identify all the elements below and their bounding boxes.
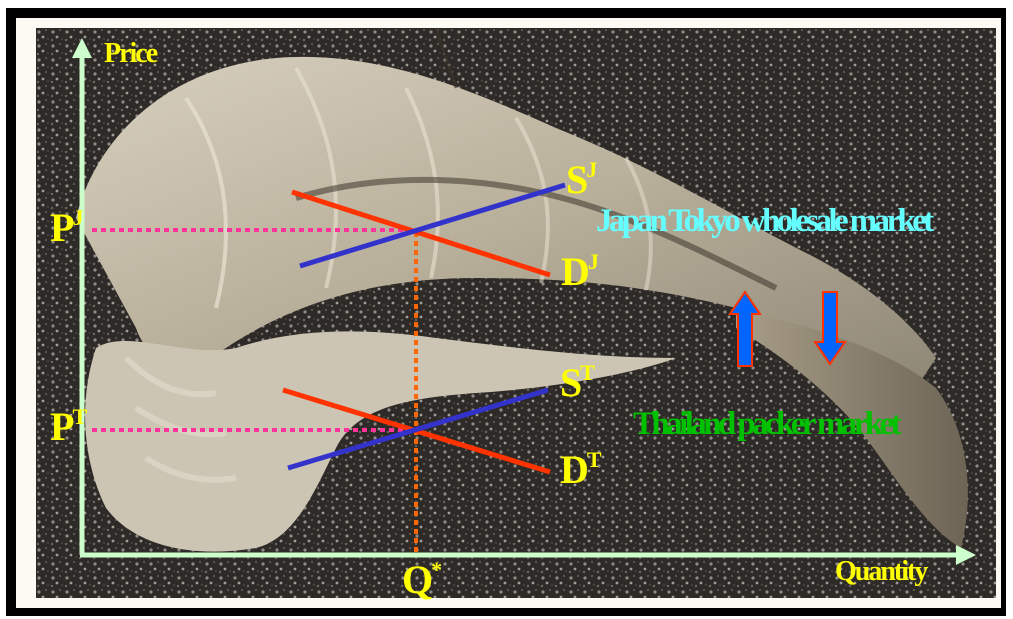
quantity-label-main: Q [402, 557, 431, 602]
arrow-up-icon [730, 292, 760, 366]
supply-label-japan: SJ [566, 160, 597, 200]
demand-label-thailand-sup: T [587, 447, 602, 472]
y-axis-label: Price [104, 40, 156, 68]
supply-label-thailand: ST [560, 363, 595, 403]
supply-curve-japan [300, 185, 565, 266]
demand-label-japan-main: D [561, 249, 588, 294]
supply-label-japan-sup: J [586, 157, 597, 182]
demand-label-japan: DJ [561, 252, 599, 292]
demand-label-japan-sup: J [588, 249, 599, 274]
price-label-thailand-sup: T [72, 404, 87, 429]
y-axis-arrowhead [72, 38, 92, 58]
price-label-japan-main: P [50, 205, 72, 250]
supply-label-thailand-sup: T [580, 360, 595, 385]
x-axis-label: Quantity [835, 558, 926, 586]
x-axis-arrowhead [956, 545, 976, 565]
demand-curve-japan [292, 192, 550, 275]
japan-market-label: Japan Tokyo wholesale market [596, 205, 931, 238]
supply-label-thailand-main: S [560, 360, 580, 405]
quantity-label-sup: * [431, 557, 442, 582]
quantity-label: Q* [402, 560, 442, 600]
demand-label-thailand: DT [560, 450, 602, 490]
price-label-thailand-main: P [50, 404, 72, 449]
price-label-japan: PJ [50, 208, 83, 248]
price-label-thailand: PT [50, 407, 87, 447]
arrow-down-icon [815, 292, 845, 364]
thailand-market-label: Thailand packer market [633, 408, 898, 441]
supply-label-japan-main: S [566, 157, 586, 202]
demand-label-thailand-main: D [560, 447, 587, 492]
price-label-japan-sup: J [72, 205, 83, 230]
